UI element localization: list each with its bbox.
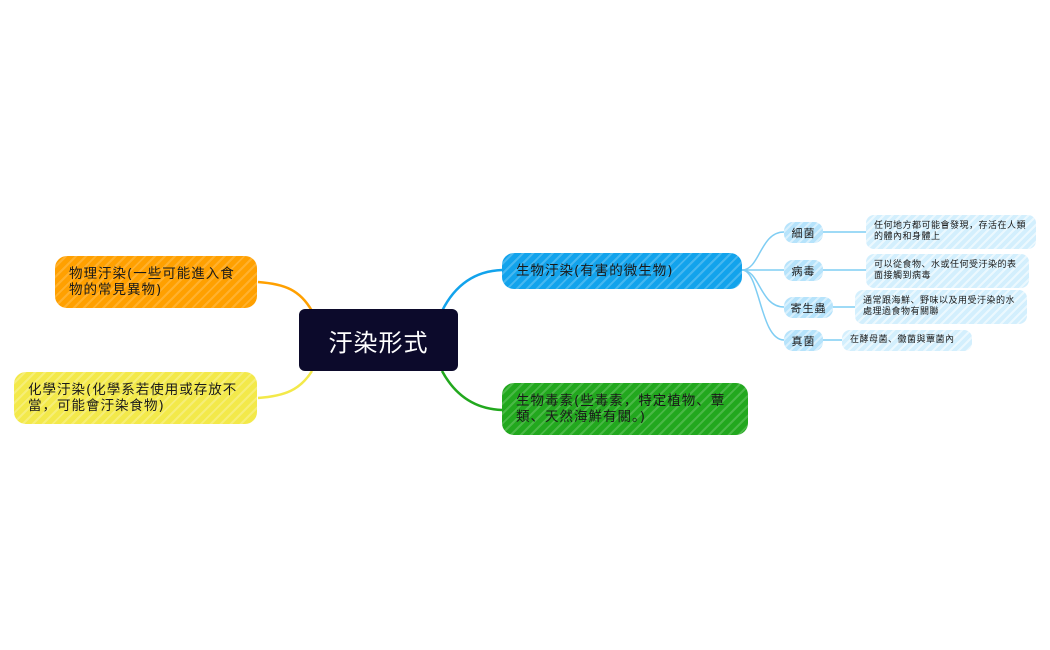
detail-bacteria[interactable]: 任何地方都可能會發現，存活在人類的體內和身體上: [866, 215, 1036, 249]
connector-root-bio: [440, 268, 503, 312]
connector-root-toxin: [440, 370, 503, 412]
subtopic-parasite-label: 寄生蟲: [790, 301, 827, 315]
detail-parasite-text: 通常跟海鮮、野味以及用受汙染的水處理過食物有關聯: [863, 296, 1016, 317]
subtopic-virus-label: 病毒: [791, 264, 816, 278]
subtopic-bacteria-label: 細菌: [791, 226, 816, 240]
connector-bio-fungi: [741, 269, 785, 341]
subtopic-virus[interactable]: 病毒: [784, 260, 823, 281]
detail-virus-text: 可以從食物、水或任何受汙染的表面接觸到病毒: [874, 260, 1017, 281]
subtopic-fungi-label: 真菌: [791, 334, 816, 348]
detail-bacteria-text: 任何地方都可能會發現，存活在人類的體內和身體上: [874, 221, 1027, 242]
subtopic-fungi[interactable]: 真菌: [784, 330, 823, 351]
branch-biotoxin[interactable]: 生物毒素(些毒素，特定植物、蕈類、天然海鮮有關。): [502, 383, 748, 435]
connector-bio-parasite: [741, 269, 785, 308]
branch-chemical-contamination[interactable]: 化學汙染(化學系若使用或存放不當，可能會汙染食物): [14, 372, 257, 424]
detail-fungi-text: 在酵母菌、黴菌與蕈菌內: [850, 335, 955, 345]
connector-bio-bacteria: [741, 231, 785, 271]
root-topic[interactable]: 汙染形式: [299, 309, 458, 371]
subtopic-bacteria[interactable]: 細菌: [784, 222, 823, 243]
branch-chemical-label: 化學汙染(化學系若使用或存放不當，可能會汙染食物): [28, 382, 238, 414]
subtopic-parasite[interactable]: 寄生蟲: [784, 297, 833, 318]
connector-root-chemical: [257, 370, 314, 400]
root-topic-label: 汙染形式: [328, 328, 429, 357]
branch-physical-label: 物理汙染(一些可能進入食物的常見異物): [69, 266, 235, 298]
connector-root-physical: [257, 280, 314, 312]
detail-fungi[interactable]: 在酵母菌、黴菌與蕈菌內: [842, 330, 972, 351]
branch-biological-label: 生物汙染(有害的微生物): [516, 263, 674, 279]
branch-biological-contamination[interactable]: 生物汙染(有害的微生物): [502, 253, 742, 289]
branch-physical-contamination[interactable]: 物理汙染(一些可能進入食物的常見異物): [55, 256, 257, 308]
detail-virus[interactable]: 可以從食物、水或任何受汙染的表面接觸到病毒: [866, 254, 1029, 288]
detail-parasite[interactable]: 通常跟海鮮、野味以及用受汙染的水處理過食物有關聯: [855, 290, 1027, 324]
branch-biotoxin-label: 生物毒素(些毒素，特定植物、蕈類、天然海鮮有關。): [516, 393, 726, 425]
